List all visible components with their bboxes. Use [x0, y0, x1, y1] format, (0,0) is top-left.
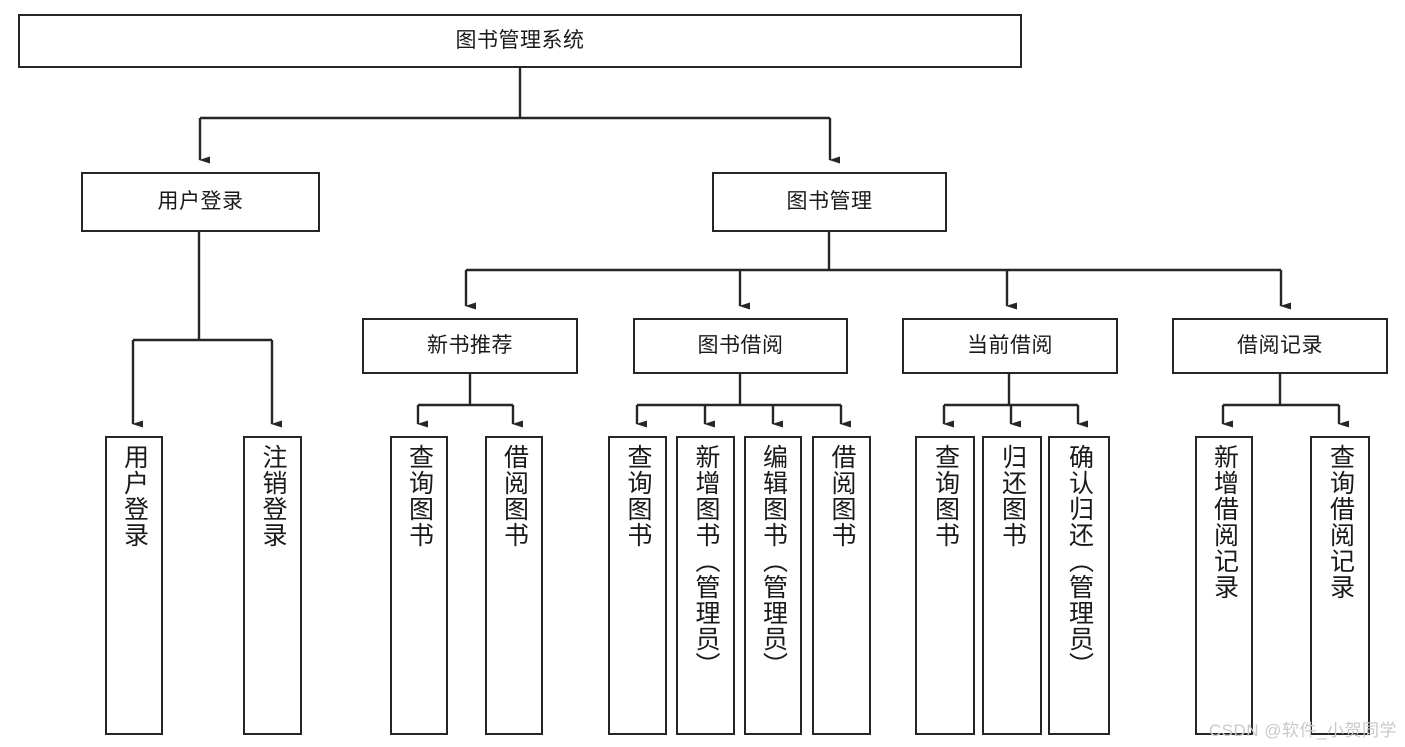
node-label: 用户登录	[157, 189, 244, 213]
node-leaf-edit-book[interactable]: 编辑图书（管理员）	[744, 436, 802, 735]
node-book-manage[interactable]: 图书管理	[712, 172, 947, 232]
node-label: 借阅图书	[828, 444, 856, 548]
node-label: 新增图书（管理员）	[692, 444, 720, 678]
node-leaf-add-record[interactable]: 新增借阅记录	[1195, 436, 1253, 735]
node-leaf-query-book-1[interactable]: 查询图书	[390, 436, 448, 735]
node-label: 查询图书	[624, 444, 652, 548]
node-leaf-confirm-return[interactable]: 确认归还（管理员）	[1048, 436, 1110, 735]
node-label: 查询借阅记录	[1326, 444, 1355, 600]
node-leaf-borrow-book-1[interactable]: 借阅图书	[485, 436, 543, 735]
node-leaf-query-record[interactable]: 查询借阅记录	[1310, 436, 1370, 735]
node-label: 借阅记录	[1237, 333, 1323, 357]
node-book-borrow[interactable]: 图书借阅	[633, 318, 848, 374]
node-user-login[interactable]: 用户登录	[81, 172, 320, 232]
node-leaf-user-login[interactable]: 用户登录	[105, 436, 163, 735]
node-leaf-query-book-2[interactable]: 查询图书	[608, 436, 667, 735]
watermark-text: CSDN @软件_小贺同学	[1208, 721, 1397, 740]
node-new-book-recommend[interactable]: 新书推荐	[362, 318, 578, 374]
node-root[interactable]: 图书管理系统	[18, 14, 1022, 68]
node-label: 借阅图书	[500, 444, 529, 548]
node-leaf-add-book[interactable]: 新增图书（管理员）	[676, 436, 735, 735]
node-label: 用户登录	[120, 444, 149, 548]
node-label: 图书管理	[786, 189, 873, 213]
node-label: 新书推荐	[427, 333, 513, 357]
node-label: 归还图书	[998, 444, 1027, 548]
node-borrow-record[interactable]: 借阅记录	[1172, 318, 1388, 374]
node-label: 确认归还（管理员）	[1065, 444, 1094, 678]
node-leaf-return-book[interactable]: 归还图书	[982, 436, 1042, 735]
node-label: 编辑图书（管理员）	[759, 444, 788, 678]
node-label: 查询图书	[405, 444, 434, 548]
node-leaf-logout[interactable]: 注销登录	[243, 436, 302, 735]
node-label: 图书管理系统	[455, 28, 585, 52]
node-label: 查询图书	[931, 444, 960, 548]
node-label: 注销登录	[259, 444, 287, 548]
node-current-borrow[interactable]: 当前借阅	[902, 318, 1118, 374]
node-label: 图书借阅	[697, 333, 784, 357]
node-label: 新增借阅记录	[1210, 444, 1239, 600]
node-label: 当前借阅	[967, 333, 1053, 357]
node-leaf-borrow-book-2[interactable]: 借阅图书	[812, 436, 871, 735]
node-leaf-query-book-3[interactable]: 查询图书	[915, 436, 975, 735]
